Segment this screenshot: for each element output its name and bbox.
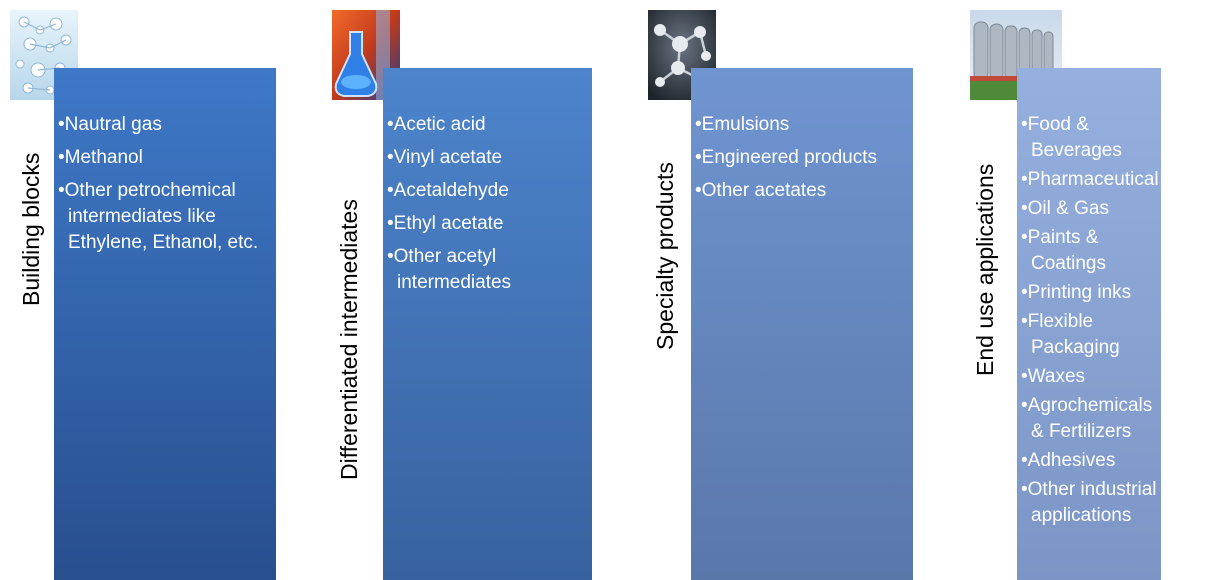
list-item: •Pharmaceutical [1021,169,1159,190]
list-item: •Food & Beverages [1021,114,1122,161]
column-title: End use applications [972,163,998,376]
item-list: •Nautral gas •Methanol •Other petrochemi… [58,112,266,256]
list-item: •Nautral gas [58,114,162,135]
list-item: •Printing inks [1021,282,1132,303]
list-item: •Other acetyl intermediates [387,246,512,293]
list-item: •Emulsions [695,114,790,135]
list-item: •Flexible Packaging [1021,311,1120,358]
column-title: Differentiated intermediates [336,199,362,480]
column-panel: •Emulsions •Engineered products •Other a… [691,68,913,580]
column-end-use-applications: End use applications •Food & Beverages •… [940,0,1221,580]
list-item: •Oil & Gas [1021,198,1109,219]
column-panel: •Acetic acid •Vinyl acetate •Acetaldehyd… [383,68,592,580]
list-item: •Ethyl acetate [387,213,504,234]
list-item: •Acetaldehyde [387,180,509,201]
column-differentiated-intermediates: Differentiated intermediates •Acetic aci… [300,0,620,580]
list-item: •Other acetates [695,180,827,201]
list-item: •Agrochemicals & Fertilizers [1021,395,1153,442]
list-item: •Vinyl acetate [387,147,503,168]
list-item: •Adhesives [1021,450,1116,471]
column-title: Specialty products [652,162,678,350]
item-list: •Emulsions •Engineered products •Other a… [695,112,903,204]
column-panel: •Food & Beverages •Pharmaceutical •Oil &… [1017,68,1161,580]
list-item: •Acetic acid [387,114,486,135]
item-list: •Acetic acid •Vinyl acetate •Acetaldehyd… [387,112,582,296]
molecule-bubbles-icon [10,10,78,100]
column-title: Building blocks [18,152,44,306]
list-item: •Methanol [58,147,143,168]
list-item: •Waxes [1021,366,1086,387]
list-item: •Other industrial applications [1021,479,1157,526]
list-item: •Engineered products [695,147,877,168]
list-item: •Other petrochemical intermediates like … [58,180,259,253]
column-specialty-products: Specialty products •Emulsions •Engineer [620,0,940,580]
column-panel: •Nautral gas •Methanol •Other petrochemi… [54,68,276,580]
list-item: •Paints & Coatings [1021,227,1106,274]
item-list: •Food & Beverages •Pharmaceutical •Oil &… [1021,112,1159,529]
column-building-blocks: Building blocks •Nautral [0,0,300,580]
